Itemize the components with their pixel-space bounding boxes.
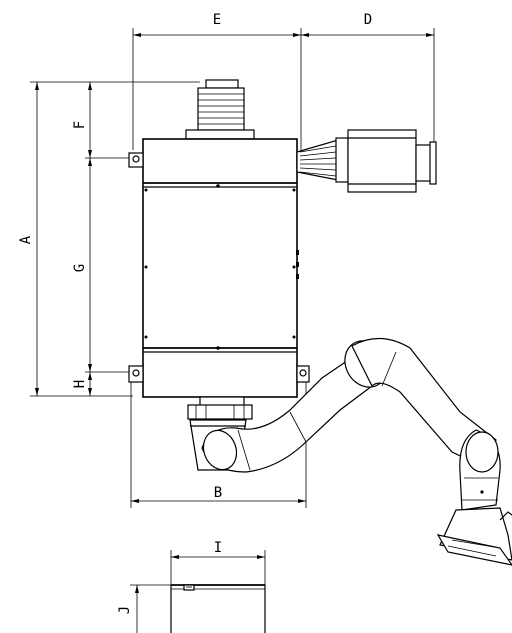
fan-motor [185, 79, 255, 140]
dimension-label-e: E [213, 12, 221, 28]
dimension-label-f: F [72, 121, 88, 129]
dimension-d: D [301, 12, 435, 145]
dimension-label-i: I [214, 540, 222, 556]
dimension-e: E [132, 12, 302, 150]
dimension-j: J [117, 584, 172, 633]
dimension-a: A [18, 81, 200, 397]
dimension-label-a: A [18, 235, 34, 244]
dimension-label-h: H [72, 380, 88, 388]
extraction-arm [201, 337, 512, 566]
exhaust-silencer [296, 129, 437, 193]
capture-hood [436, 507, 512, 566]
dimension-label-b: B [214, 485, 222, 501]
dimension-label-g: G [72, 264, 88, 272]
dimension-i: I [170, 540, 266, 585]
dimension-lines: E D A F [18, 12, 435, 633]
bracket-detail [170, 584, 266, 633]
dimension-fgh: F G H [72, 82, 145, 396]
filter-cabinet [128, 138, 310, 398]
dimension-label-j: J [117, 606, 133, 614]
dimension-label-d: D [364, 12, 372, 28]
